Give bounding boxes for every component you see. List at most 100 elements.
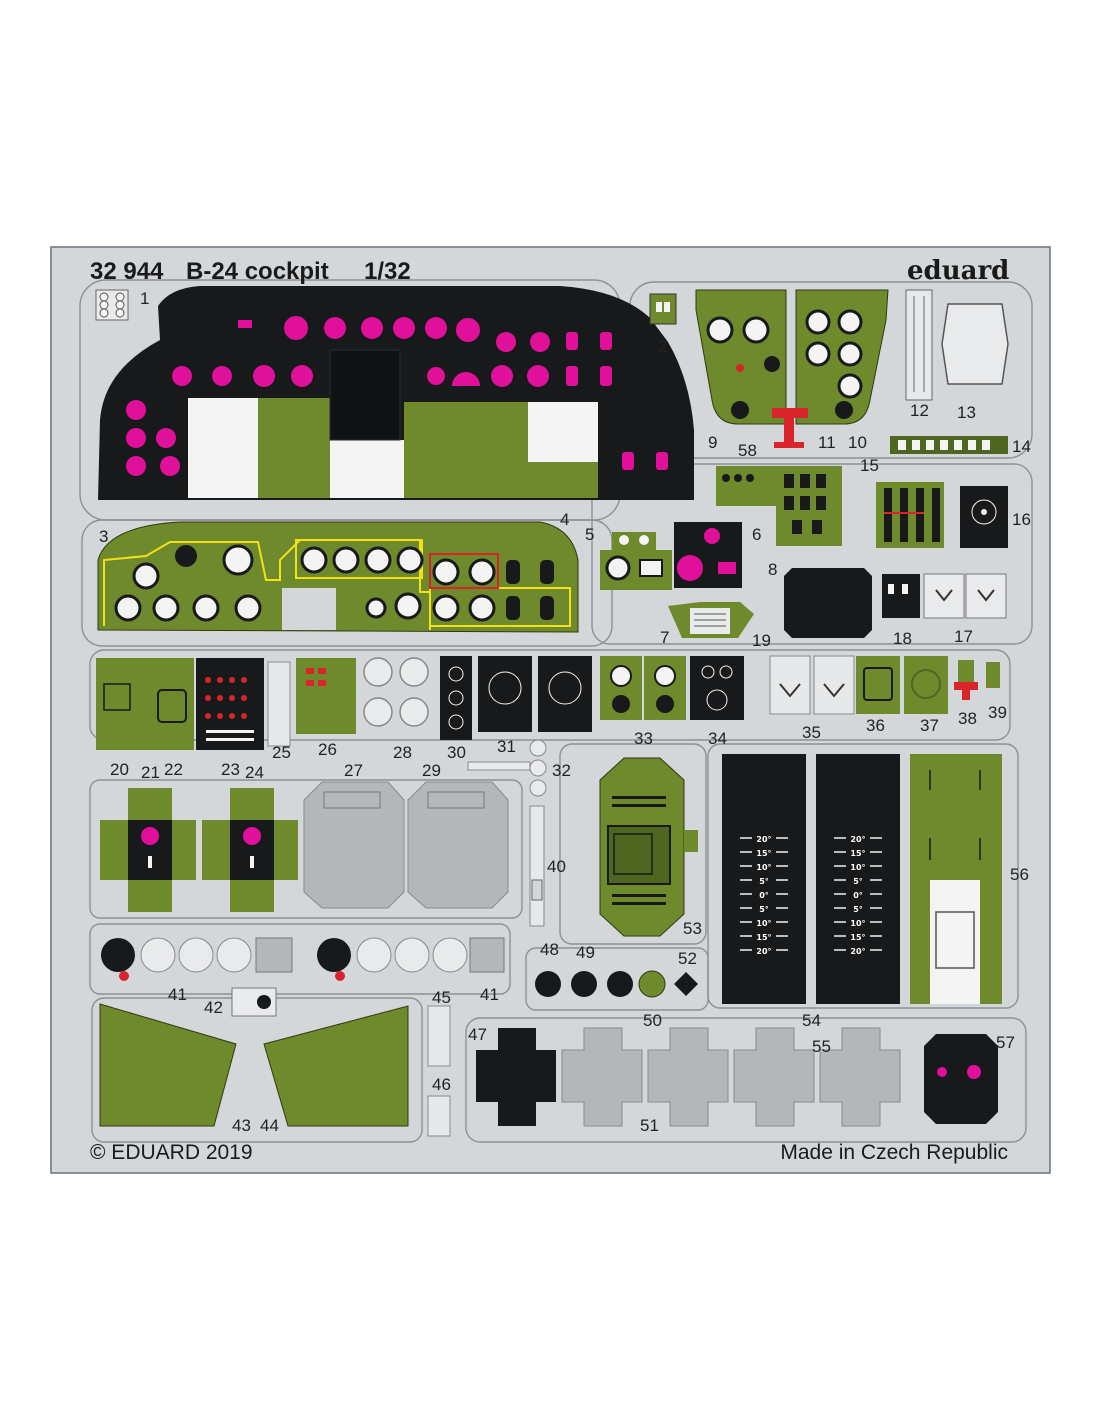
fret-header: 32 944 B-24 cockpit 1/32 eduard bbox=[90, 256, 1009, 286]
part-label: 43 bbox=[232, 1116, 251, 1135]
scale-label: 10° bbox=[850, 863, 865, 872]
scale-label: 20° bbox=[756, 835, 771, 844]
part-label: 31 bbox=[497, 737, 516, 756]
part-label: 17 bbox=[954, 627, 973, 646]
part-label: 2 bbox=[658, 337, 667, 356]
part-54-right-strip bbox=[816, 754, 900, 1004]
part-31 bbox=[478, 656, 592, 732]
scale-label: 20° bbox=[850, 947, 865, 956]
part-57 bbox=[924, 1034, 998, 1124]
part-label: 12 bbox=[910, 401, 929, 420]
part-6 bbox=[674, 522, 742, 588]
part-13 bbox=[941, 303, 1009, 385]
part-label: 10 bbox=[848, 433, 867, 452]
origin-text: Made in Czech Republic bbox=[780, 1141, 1008, 1164]
part-number-labels: 1 2 3 4 5 6 7 8 9 10 11 12 13 14 15 16 1… bbox=[99, 289, 1031, 1135]
part-label: 27 bbox=[344, 761, 363, 780]
part-label: 33 bbox=[634, 729, 653, 748]
part-label: 36 bbox=[866, 716, 885, 735]
part-label: 22 bbox=[164, 760, 183, 779]
part-36 bbox=[856, 656, 900, 714]
part-55-crosses bbox=[733, 1027, 901, 1127]
scale-label: 10° bbox=[850, 919, 865, 928]
part-42 bbox=[231, 987, 277, 1017]
part-label: 4 bbox=[560, 510, 569, 529]
part-48-52 bbox=[535, 970, 698, 998]
part-32 bbox=[467, 739, 547, 797]
part-label: 46 bbox=[432, 1075, 451, 1094]
part-34 bbox=[690, 656, 744, 720]
part-26 bbox=[296, 658, 356, 734]
part-29-grey-panel bbox=[407, 781, 509, 909]
part-9-panel bbox=[695, 289, 787, 425]
part-4-console bbox=[97, 521, 579, 633]
part-38 bbox=[954, 660, 978, 700]
part-label: 51 bbox=[640, 1116, 659, 1135]
part-30 bbox=[440, 656, 472, 740]
part-label: 50 bbox=[643, 1011, 662, 1030]
part-label: 28 bbox=[393, 743, 412, 762]
part-label: 15 bbox=[860, 456, 879, 475]
scale-label: 5° bbox=[853, 877, 863, 886]
part-label: 14 bbox=[1012, 437, 1031, 456]
part-label: 8 bbox=[768, 560, 777, 579]
part-label: 26 bbox=[318, 740, 337, 759]
product-code: 32 944 bbox=[90, 258, 164, 285]
sprue-frames bbox=[79, 279, 1033, 1143]
part-44 bbox=[263, 1005, 409, 1127]
part-label: 20 bbox=[110, 760, 129, 779]
part-51-crosses bbox=[561, 1027, 729, 1127]
part-58 bbox=[716, 466, 842, 546]
part-40 bbox=[529, 805, 545, 927]
part-1 bbox=[95, 289, 129, 321]
scale-label: 15° bbox=[850, 849, 865, 858]
copyright-text: © EDUARD 2019 bbox=[90, 1141, 253, 1164]
part-27-left-cross bbox=[100, 788, 196, 912]
part-label: 30 bbox=[447, 743, 466, 762]
part-label: 54 bbox=[802, 1011, 821, 1030]
part-label: 38 bbox=[958, 709, 977, 728]
scale-right: 20°15°10°5°0°5°10°15°20° bbox=[834, 835, 882, 956]
brand-logo: eduard bbox=[907, 256, 1009, 286]
part-label: 7 bbox=[660, 628, 669, 647]
part-label: 52 bbox=[678, 949, 697, 968]
part-label: 29 bbox=[422, 761, 441, 780]
part-10-panel bbox=[795, 289, 889, 425]
scale-label: 15° bbox=[756, 933, 771, 942]
part-47-cross bbox=[476, 1028, 556, 1126]
part-16 bbox=[960, 486, 1008, 548]
main-panel-gauges bbox=[126, 316, 668, 476]
part-label: 56 bbox=[1010, 865, 1029, 884]
part-label: 42 bbox=[204, 998, 223, 1017]
part-54-left-strip bbox=[722, 754, 806, 1004]
scale-left: 20°15°10°5°0°5°10°15°20° bbox=[740, 835, 788, 956]
part-15 bbox=[876, 482, 944, 548]
part-label: 48 bbox=[540, 940, 559, 959]
part-28 bbox=[363, 657, 429, 727]
scale-label: 5° bbox=[759, 905, 769, 914]
part-label: 35 bbox=[802, 723, 821, 742]
part-17 bbox=[923, 573, 1007, 619]
part-18 bbox=[882, 574, 920, 618]
part-35 bbox=[769, 655, 855, 715]
part-23-24 bbox=[196, 658, 264, 750]
part-label: 41 bbox=[480, 985, 499, 1004]
part-5 bbox=[600, 532, 672, 590]
part-12 bbox=[905, 289, 933, 401]
scale-label: 15° bbox=[756, 849, 771, 858]
scale-label: 5° bbox=[759, 877, 769, 886]
part-25 bbox=[267, 661, 291, 747]
part-label: 9 bbox=[708, 433, 717, 452]
part-label: 40 bbox=[547, 857, 566, 876]
part-label: 32 bbox=[552, 761, 571, 780]
scale-label: 10° bbox=[756, 863, 771, 872]
scale-label: 10° bbox=[756, 919, 771, 928]
part-label: 58 bbox=[738, 441, 757, 460]
part-45-46 bbox=[427, 1005, 451, 1137]
part-label: 25 bbox=[272, 743, 291, 762]
part-label: 57 bbox=[996, 1033, 1015, 1052]
part-label: 18 bbox=[893, 629, 912, 648]
part-53 bbox=[599, 757, 698, 937]
part-7 bbox=[668, 602, 754, 638]
